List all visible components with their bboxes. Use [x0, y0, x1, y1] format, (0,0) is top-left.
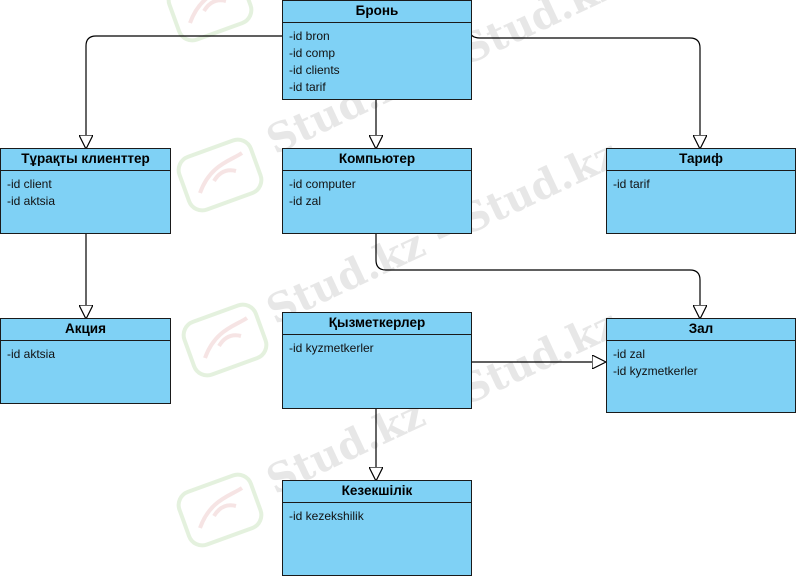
entity-title: Тариф — [607, 149, 795, 171]
attribute: -id comp — [289, 46, 336, 60]
attribute: -id kyzmetkerler — [289, 341, 374, 355]
relation-bron-clients — [86, 35, 284, 148]
attribute: -id tarif — [613, 177, 650, 191]
attribute: -id kyzmetkerler — [613, 364, 698, 378]
logo-watermark — [166, 0, 269, 548]
attribute: -id bron — [289, 29, 330, 43]
entity-title: Кезекшілік — [283, 481, 471, 503]
entity-staff[interactable]: Қызметкерлер -id kyzmetkerler — [282, 312, 472, 409]
attribute: -id tarif — [289, 80, 326, 94]
entity-aktsia[interactable]: Акция -id aktsia — [0, 318, 171, 404]
entity-bron[interactable]: Бронь -id bron -id comp -id clients -id … — [282, 0, 472, 100]
attribute: -id kezekshilik — [289, 509, 364, 523]
entity-title: Зал — [607, 319, 795, 341]
entity-clients[interactable]: Тұрақты клиенттер -id client -id aktsia — [0, 148, 171, 234]
entity-shift[interactable]: Кезекшілік -id kezekshilik — [282, 480, 472, 576]
attribute: -id zal — [289, 194, 322, 208]
entity-tarif[interactable]: Тариф -id tarif — [606, 148, 796, 234]
attribute: -id aktsia — [7, 347, 56, 361]
attribute: -id clients — [289, 63, 340, 77]
attribute: -id aktsia — [7, 194, 56, 208]
entity-title: Қызметкерлер — [283, 313, 471, 335]
attribute: -id zal — [613, 347, 646, 361]
entity-title: Бронь — [283, 1, 471, 23]
relation-computer-zal — [375, 233, 700, 318]
attribute: -id computer — [289, 177, 356, 191]
entity-zal[interactable]: Зал -id zal -id kyzmetkerler — [606, 318, 796, 413]
attribute: -id client — [7, 177, 52, 191]
relation-bron-tarif — [469, 29, 700, 148]
entity-title: Акция — [1, 319, 170, 341]
entity-computer[interactable]: Компьютер -id computer -id zal — [282, 148, 472, 234]
entity-title: Компьютер — [283, 149, 471, 171]
entity-title: Тұрақты клиенттер — [1, 149, 170, 171]
